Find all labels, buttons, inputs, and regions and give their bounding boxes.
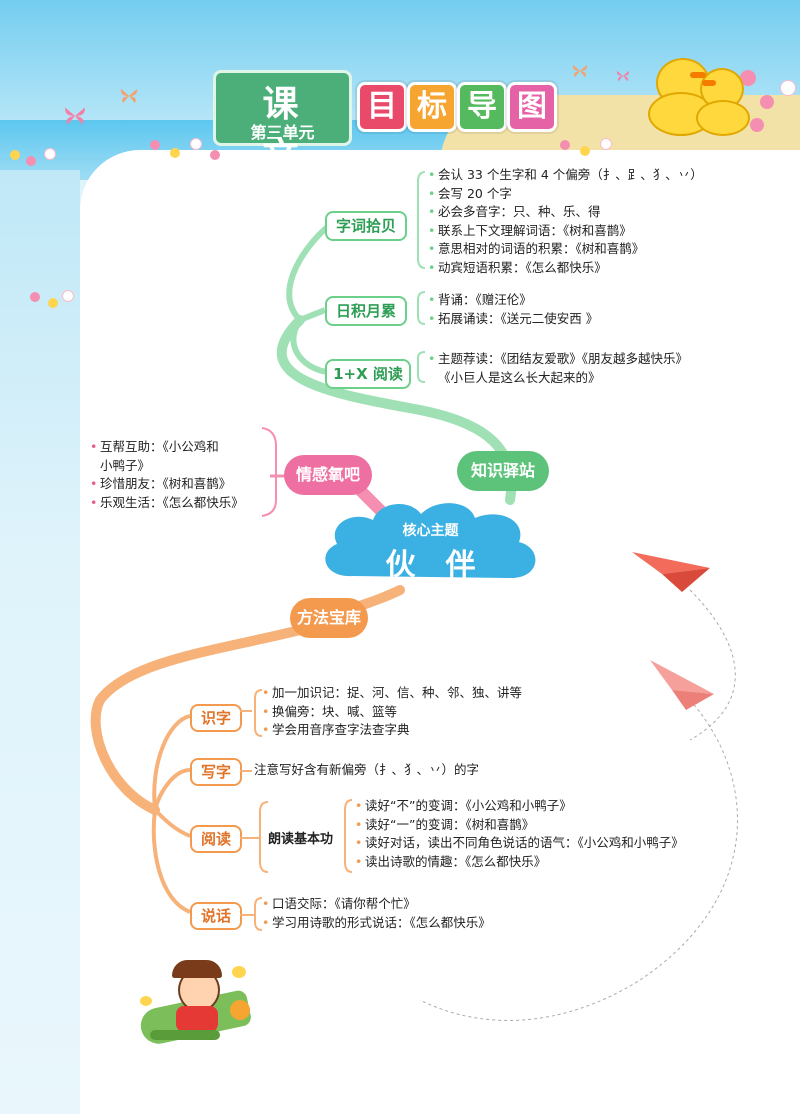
paper-plane-icon — [632, 552, 710, 592]
butterfly-icon — [572, 64, 588, 78]
title-main: 课文 — [262, 84, 321, 177]
literacy-list: 加一加识记：捉、河、信、种、邻、独、讲等 换偏旁：块、喊、篮等 学会用音序查字法… — [262, 684, 522, 740]
butterfly-icon — [120, 89, 138, 103]
goal-char: 图 — [507, 82, 557, 132]
left-margin-background — [0, 170, 80, 1114]
goal-char: 导 — [457, 82, 507, 132]
list-item: 读出诗歌的情趣：《怎么都快乐》 — [355, 853, 684, 872]
connector — [240, 710, 252, 712]
connector — [240, 770, 252, 772]
list-item: 会认 33 个生字和 4 个偏旁（扌、𧾷、犭、丷） — [428, 166, 703, 185]
list-item: 必会多音字：只、种、乐、得 — [428, 203, 703, 222]
list-item: 口语交际：《请你帮个忙》 — [262, 895, 491, 914]
goal-char: 目 — [357, 82, 407, 132]
butterfly-icon — [616, 70, 630, 82]
butterfly-icon — [65, 107, 85, 125]
list-item: 联系上下文理解词语：《树和喜鹊》 — [428, 222, 703, 241]
list-item: 学会用音序查字法查字典 — [262, 721, 522, 740]
goal-char: 标 — [407, 82, 457, 132]
list-item: 学习用诗歌的形式说话：《怎么都快乐》 — [262, 914, 491, 933]
core-theme-title: 伙 伴 — [385, 548, 476, 583]
list-item: 意思相对的词语的积累：《树和喜鹊》 — [428, 240, 703, 259]
list-item: 主题荐读：《团结友爱歌》《朋友越多越快乐》 — [428, 350, 688, 369]
list-item: 拓展诵读：《送元二使安西 》 — [428, 310, 598, 329]
reading-method-list: 读好“不”的变调：《小公鸡和小鸭子》 读好“一”的变调：《树和喜鹊》 读好对话，… — [355, 797, 684, 871]
reading-list: 主题荐读：《团结友爱歌》《朋友越多越快乐》 《小巨人是这么长大起来的》 — [428, 350, 688, 387]
knowledge-station-node: 知识驿站 — [457, 451, 549, 491]
literacy-node: 识字 — [190, 704, 242, 732]
writing-text: 注意写好含有新偏旁（扌、犭、丷）的字 — [254, 761, 479, 780]
list-item: 读好对话，读出不同角色说话的语气：《小公鸡和小鸭子》 — [355, 834, 684, 853]
list-item: 互帮互助：《小公鸡和 — [90, 438, 244, 457]
writing-node: 写字 — [190, 758, 242, 786]
reading-node: 1+X 阅读 — [325, 359, 411, 389]
unit-label: 第三单元 — [250, 123, 315, 142]
emotion-bar-node: 情感氧吧 — [284, 455, 372, 495]
list-item: 读好“不”的变调：《小公鸡和小鸭子》 — [355, 797, 684, 816]
method-library-node: 方法宝库 — [290, 598, 368, 638]
list-item: 动宾短语积累：《怎么都快乐》 — [428, 259, 703, 278]
paper-plane-icon — [650, 660, 714, 710]
reading-method-node: 阅读 — [190, 825, 242, 853]
writing-instruction: 注意写好含有新偏旁（扌、犭、丷）的字 — [254, 762, 480, 777]
connector — [240, 914, 254, 916]
reading-basics-label: 朗读基本功 — [268, 832, 334, 847]
list-item: 会写 20 个字 — [428, 185, 703, 204]
speaking-list: 口语交际：《请你帮个忙》 学习用诗歌的形式说话：《怎么都快乐》 — [262, 895, 491, 932]
core-theme-label: 核心主题 — [402, 523, 459, 539]
list-item: 乐观生活：《怎么都快乐》 — [90, 494, 244, 513]
vocabulary-node: 字词拾贝 — [325, 211, 407, 241]
daily-accumulation-node: 日积月累 — [325, 296, 407, 326]
core-theme-cloud — [325, 503, 536, 578]
list-item: 背诵：《赠汪伦》 — [428, 291, 598, 310]
speaking-node: 说话 — [190, 902, 242, 930]
list-item: 换偏旁：块、喊、篮等 — [262, 703, 522, 722]
connector — [240, 837, 260, 839]
list-item-continuation: 小鸭子》 — [100, 457, 151, 473]
accumulation-list: 背诵：《赠汪伦》 拓展诵读：《送元二使安西 》 — [428, 291, 598, 328]
lesson-title-badge: 课文 第三单元 — [213, 70, 352, 177]
emotion-list: 互帮互助：《小公鸡和 小鸭子》 珍惜朋友：《树和喜鹊》 乐观生活：《怎么都快乐》 — [90, 438, 244, 512]
list-item-continuation: 《小巨人是这么长大起来的》 — [438, 369, 601, 385]
list-item: 珍惜朋友：《树和喜鹊》 — [90, 475, 244, 494]
vocabulary-list: 会认 33 个生字和 4 个偏旁（扌、𧾷、犭、丷） 会写 20 个字 必会多音字… — [428, 166, 703, 277]
list-item: 加一加识记：捉、河、信、种、邻、独、讲等 — [262, 684, 522, 703]
list-item: 读好“一”的变调：《树和喜鹊》 — [355, 816, 684, 835]
